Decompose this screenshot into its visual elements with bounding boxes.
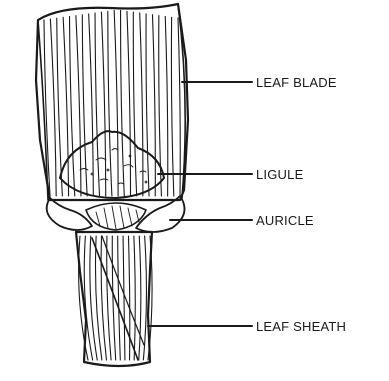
- leaf-blade-vein: [101, 12, 105, 196]
- leaf-blade-vein: [114, 10, 118, 196]
- leaf-blade-vein: [178, 18, 180, 196]
- leaf-blade-vein: [165, 16, 168, 196]
- leaf-blade-vein: [133, 12, 136, 196]
- leaf-sheath-drawing: [76, 232, 152, 366]
- leaf-sheath-vein: [139, 236, 141, 360]
- leaf-blade-vein: [76, 16, 81, 196]
- leaf-sheath-label: LEAF SHEATH: [256, 319, 346, 334]
- leaf-blade-vein: [89, 14, 94, 196]
- leaf-blade-right-edge: [178, 4, 185, 198]
- leaf-sheath-vein: [118, 236, 121, 360]
- leaf-sheath-vein: [134, 236, 135, 360]
- leaf-blade-vein: [140, 13, 143, 196]
- ligule-texture: [80, 149, 147, 185]
- leaf-blade-vein: [108, 11, 112, 196]
- leaf-blade-label: LEAF BLADE: [256, 75, 337, 90]
- leaf-blade-vein: [152, 15, 155, 196]
- leaf-blade-veins: [44, 10, 180, 196]
- leaf-sheath-vein: [101, 236, 106, 360]
- leaf-blade-vein: [171, 17, 173, 196]
- leaf-blade-vein: [127, 11, 131, 196]
- leaf-blade-vein: [50, 19, 56, 196]
- leaf-blade-vein: [121, 10, 125, 196]
- leaf-blade-vein: [70, 16, 75, 196]
- leaf-blade-drawing: [36, 4, 188, 200]
- leaf-blade-vein: [146, 14, 149, 196]
- leaf-sheath-vein: [143, 236, 146, 360]
- leaf-sheath-vein: [123, 236, 125, 360]
- ligule-label: LIGULE: [256, 167, 304, 182]
- auricle-label: AURICLE: [256, 213, 314, 228]
- auricle-left: [47, 198, 92, 230]
- leaf-blade-vein: [63, 17, 68, 196]
- leaf-sheath-vein: [128, 236, 129, 360]
- auricle-drawing: [47, 196, 185, 232]
- leaf-blade-vein: [95, 13, 99, 196]
